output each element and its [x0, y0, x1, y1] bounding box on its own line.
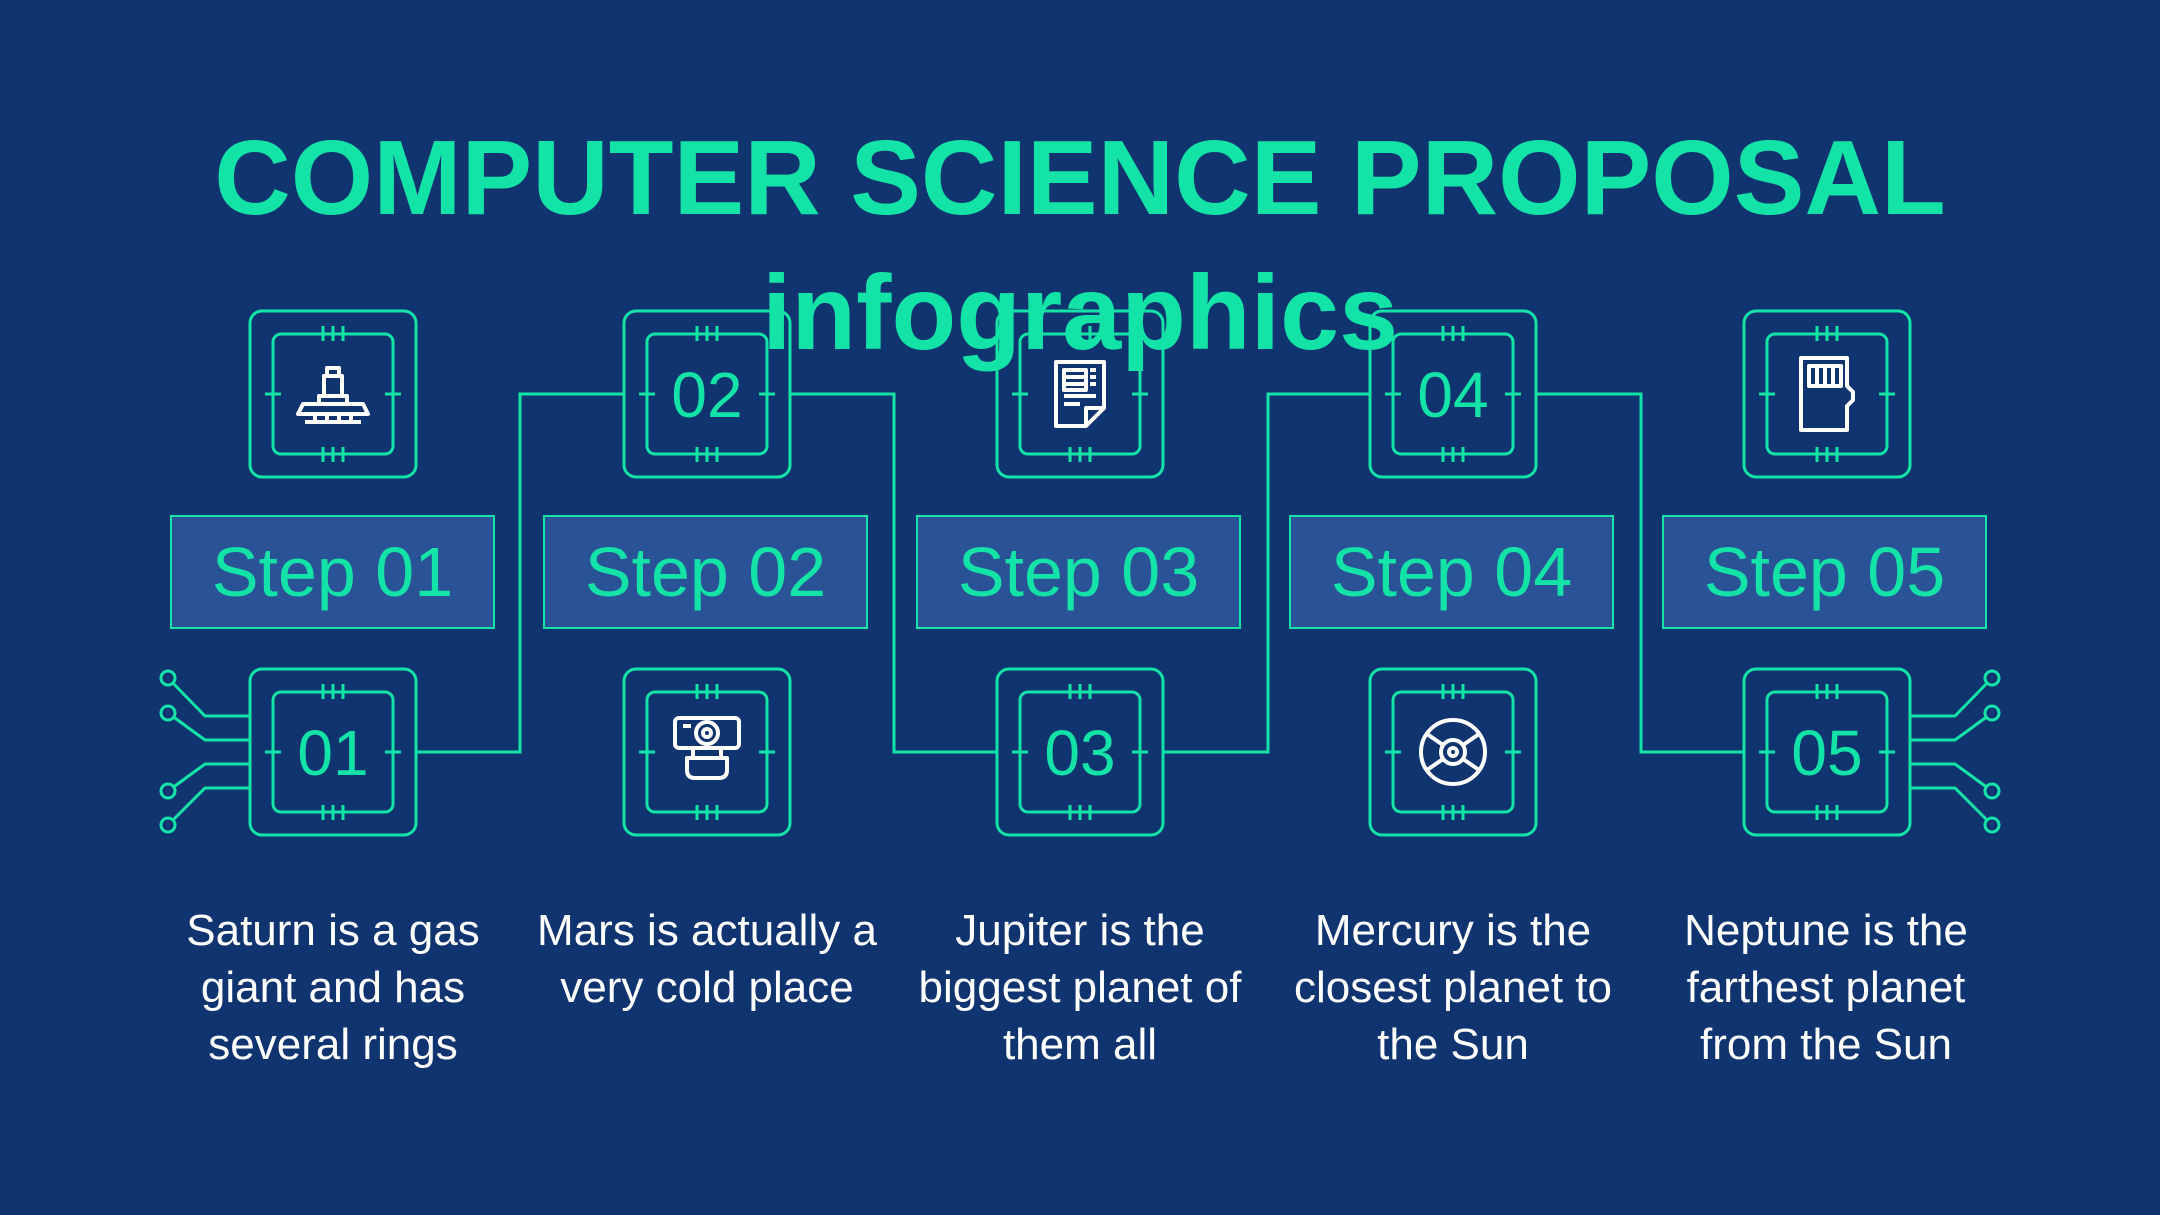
document-icon — [1054, 360, 1106, 428]
connector-line-1 — [417, 392, 623, 754]
step-label-2: Step 02 — [543, 515, 868, 629]
number-chip-2: 02 — [622, 309, 792, 479]
webcam-icon — [673, 716, 741, 780]
connector-line-4 — [1537, 392, 1743, 754]
step-description-4: Mercury is the closest planet to the Sun — [1294, 906, 1612, 1069]
step-number-3: 03 — [1044, 717, 1115, 789]
step-label-5: Step 05 — [1662, 515, 1987, 629]
step-description-2: Mars is actually a very cold place — [537, 906, 877, 1012]
joystick-icon — [296, 366, 370, 424]
number-chip-3: 03 — [995, 667, 1165, 837]
connector-line-3 — [1164, 392, 1369, 754]
step-description-5: Neptune is the farthest planet from the … — [1684, 906, 1968, 1069]
step-number-2: 02 — [671, 359, 742, 431]
step-number-4: 04 — [1417, 359, 1488, 431]
number-chip-4: 04 — [1368, 309, 1538, 479]
step-number-1: 01 — [297, 717, 368, 789]
connector-line-2 — [791, 392, 996, 754]
disc-icon — [1419, 718, 1487, 786]
step-label-4: Step 04 — [1289, 515, 1614, 629]
step-description-3: Jupiter is the biggest planet of them al… — [918, 906, 1242, 1069]
icon-chip-5 — [1742, 309, 1912, 479]
circuit-leads-left — [159, 669, 249, 834]
number-chip-1: 01 — [248, 667, 418, 837]
icon-chip-3 — [995, 309, 1165, 479]
step-description-1: Saturn is a gas giant and has several ri… — [186, 906, 480, 1069]
slide-subtitle: infographics — [761, 254, 1399, 372]
number-chip-5: 05 — [1742, 667, 1912, 837]
circuit-leads-right — [1911, 669, 2001, 834]
memory-card-icon — [1799, 356, 1855, 432]
icon-chip-1 — [248, 309, 418, 479]
icon-chip-4 — [1368, 667, 1538, 837]
icon-chip-2 — [622, 667, 792, 837]
slide-title: COMPUTER SCIENCE PROPOSAL — [214, 119, 1946, 237]
step-number-5: 05 — [1791, 717, 1862, 789]
step-label-1: Step 01 — [170, 515, 495, 629]
step-label-3: Step 03 — [916, 515, 1241, 629]
